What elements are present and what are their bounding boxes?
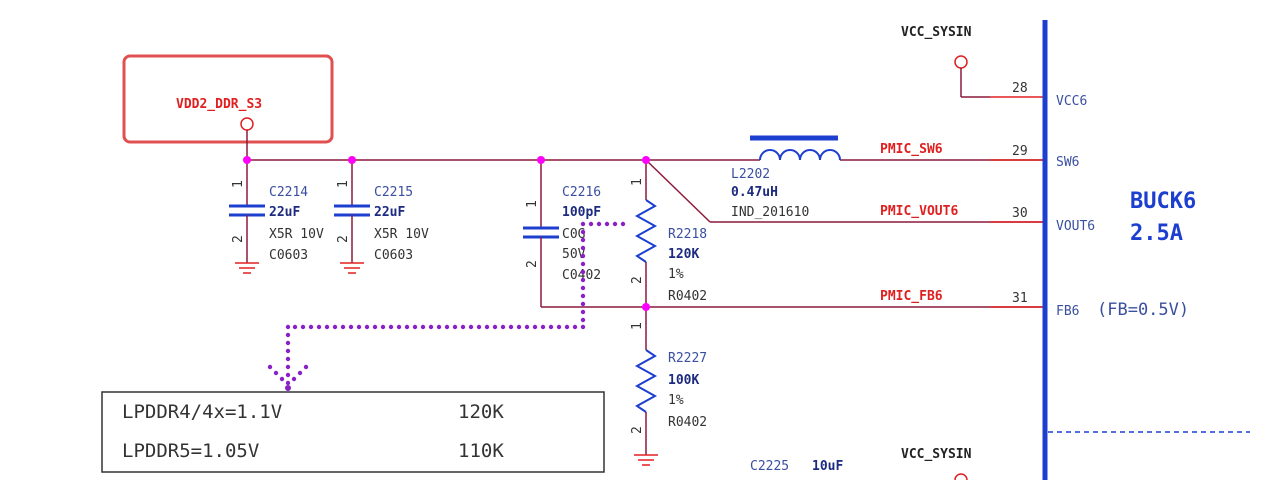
r2218-pin1: 1 [630,178,645,186]
sw6-net-label: PMIC_SW6 [880,142,943,157]
pin28-number: 28 [1012,81,1028,96]
vdd2-highlight-box [122,54,334,144]
r2218-footprint: R0402 [668,289,707,304]
c2225-value: 10uF [812,459,843,474]
r2227-value: 100K [668,373,699,388]
c2214-dielectric: X5R 10V [269,227,324,242]
r2227-tolerance: 1% [668,393,684,408]
c2215-pin1: 1 [336,180,351,188]
pin30-name: VOUT6 [1056,219,1095,234]
c2225-ref: C2225 [750,459,789,474]
pin31-name: FB6 [1056,304,1079,319]
pin29-name: SW6 [1056,155,1079,170]
capacitor-c2215 [334,160,370,274]
l2202-value: 0.47uH [731,185,778,200]
resistor-r2227 [634,307,658,466]
vcc-bottom-label: VCC_SYSIN [901,447,972,462]
inductor-coil [759,149,841,161]
resistor-table-box [101,391,605,473]
table-row-lpddr4-mode: LPDDR4/4x=1.1V [122,401,282,423]
pin31-number: 31 [1012,291,1028,306]
junction-dot [642,156,650,164]
vcc-bottom-port-arc [954,473,968,481]
c2216-footprint: C0402 [562,268,601,283]
junction-dot [243,156,251,164]
capacitor-c2214 [229,160,265,274]
pin29-number: 29 [1012,144,1028,159]
pin28-name: VCC6 [1056,94,1087,109]
r2218-pin2: 2 [630,276,645,284]
c2215-ref: C2215 [374,185,413,200]
junction-dot [537,156,545,164]
fb6-net-label: PMIC_FB6 [880,289,943,304]
r2218-value: 120K [668,247,699,262]
c2215-pin2: 2 [336,235,351,243]
c2215-footprint: C0603 [374,248,413,263]
vcc-top-label: VCC_SYSIN [901,25,972,40]
buck-title: BUCK6 [1130,189,1196,214]
c2215-dielectric: X5R 10V [374,227,429,242]
table-row-lpddr5-res: 110K [458,440,504,462]
r2227-pin2: 2 [630,426,645,434]
pin30-number: 30 [1012,206,1028,221]
c2216-value: 100pF [562,205,601,220]
c2216-dielectric: C0G [562,227,586,242]
c2215-value: 22uF [374,205,405,220]
c2214-pin2: 2 [231,235,246,243]
c2216-pin2: 2 [525,260,540,268]
c2214-value: 22uF [269,205,300,220]
r2218-ref: R2218 [668,227,707,242]
c2216-pin1: 1 [525,200,540,208]
table-row-lpddr4-res: 120K [458,401,504,423]
r2218-tolerance: 1% [668,267,684,282]
fb-voltage-note: (FB=0.5V) [1097,300,1189,320]
vdd2-port-circle [240,117,254,131]
c2216-ref: C2216 [562,185,601,200]
r2227-pin1: 1 [630,322,645,330]
l2202-footprint: IND_201610 [731,205,809,220]
l2202-ref: L2202 [731,167,770,182]
junction-dot [642,303,650,311]
vdd2-net-label: VDD2_DDR_S3 [176,97,262,112]
vcc-top-port-circle [954,55,968,69]
vout6-net-label: PMIC_VOUT6 [880,204,958,219]
table-row-lpddr5-mode: LPDDR5=1.05V [122,440,259,462]
c2214-footprint: C0603 [269,248,308,263]
c2214-pin1: 1 [231,180,246,188]
buck-current: 2.5A [1130,221,1183,246]
c2214-ref: C2214 [269,185,308,200]
r2227-ref: R2227 [668,351,707,366]
capacitor-c2216 [523,160,559,307]
annotation-pointer [267,221,626,391]
r2227-footprint: R0402 [668,415,707,430]
junction-dot [348,156,356,164]
vout6-diagonal [645,159,711,223]
c2216-voltage: 50V [562,247,586,262]
resistor-r2218 [634,160,658,307]
